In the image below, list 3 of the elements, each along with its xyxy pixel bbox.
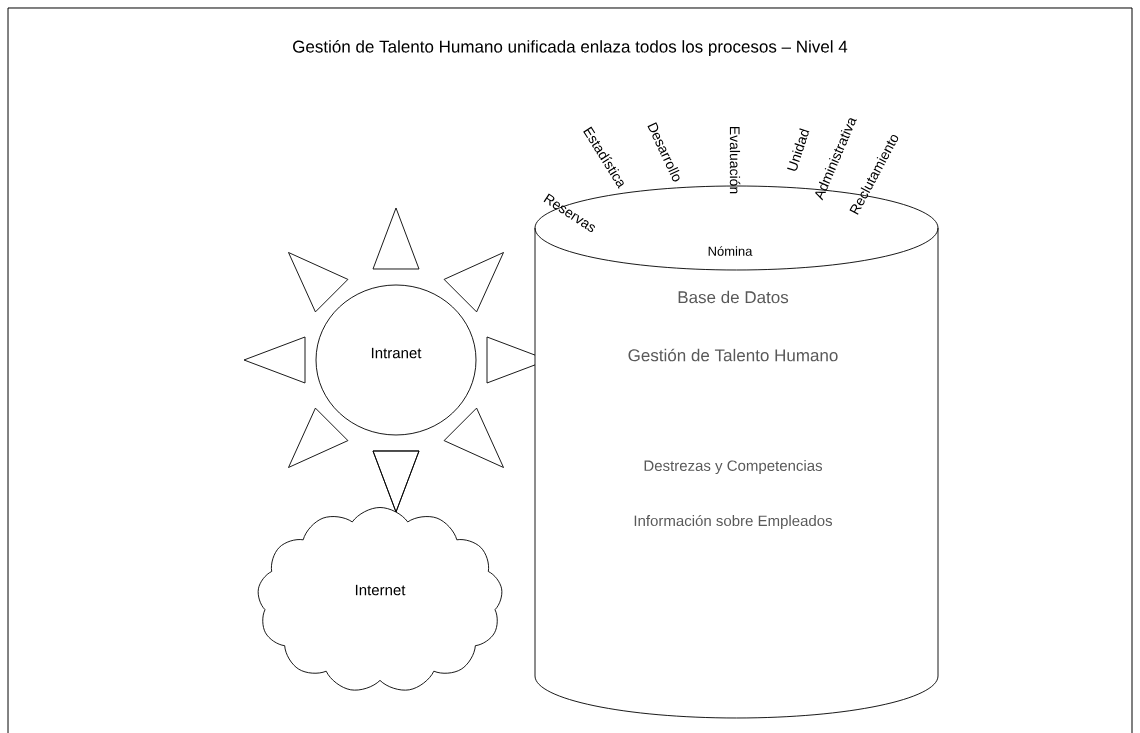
- title: Gestión de Talento Humano unificada enlaza todos los procesos – Nivel 4: [293, 40, 848, 56]
- rotated-label: Unidad: [787, 128, 810, 171]
- internet-cloud: Internet: [257, 507, 503, 691]
